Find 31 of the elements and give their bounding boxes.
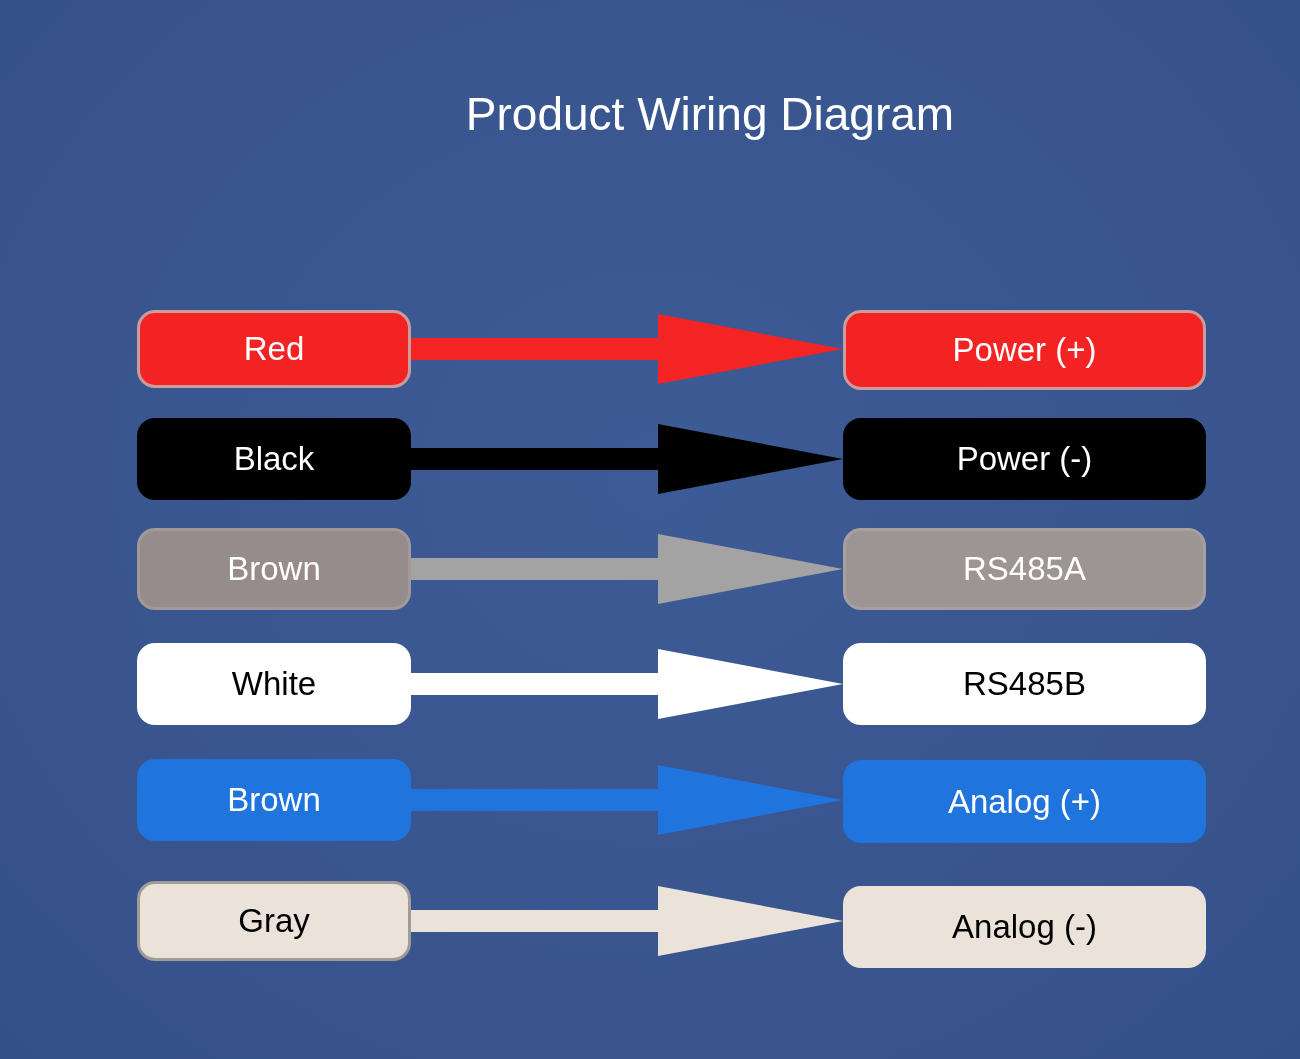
wire-color-label: Brown	[227, 780, 321, 820]
terminal-box	[843, 760, 1206, 843]
wire-color-box	[137, 528, 411, 610]
terminal-label: RS485B	[963, 664, 1086, 704]
wire-color-label: Brown	[227, 549, 321, 589]
wire-color-label: Gray	[238, 901, 310, 941]
wire-color-label: Red	[243, 329, 305, 369]
wire-color-box	[137, 310, 411, 388]
arrow	[411, 886, 843, 956]
wire-color-label: White	[231, 664, 317, 704]
terminal-label: Analog (-)	[952, 907, 1097, 947]
wire-color-box	[137, 759, 411, 841]
wire-color-box	[137, 881, 411, 961]
terminal-label: Power (-)	[956, 439, 1093, 479]
terminal-box	[843, 643, 1206, 725]
terminal-box	[843, 528, 1206, 610]
wire-color-box	[137, 643, 411, 725]
wire-color-label: Black	[233, 439, 315, 479]
arrow	[411, 649, 843, 719]
terminal-box	[843, 310, 1206, 390]
arrow	[411, 534, 843, 604]
wire-color-box	[137, 418, 411, 500]
terminal-label: RS485A	[963, 549, 1086, 589]
arrow	[411, 314, 843, 384]
arrow	[411, 765, 843, 835]
arrow	[411, 424, 843, 494]
terminal-label: Analog (+)	[947, 781, 1102, 822]
terminal-box	[843, 886, 1206, 968]
diagram-title: Product Wiring Diagram	[464, 87, 956, 142]
terminal-box	[843, 418, 1206, 500]
terminal-label: Power (+)	[952, 330, 1097, 370]
